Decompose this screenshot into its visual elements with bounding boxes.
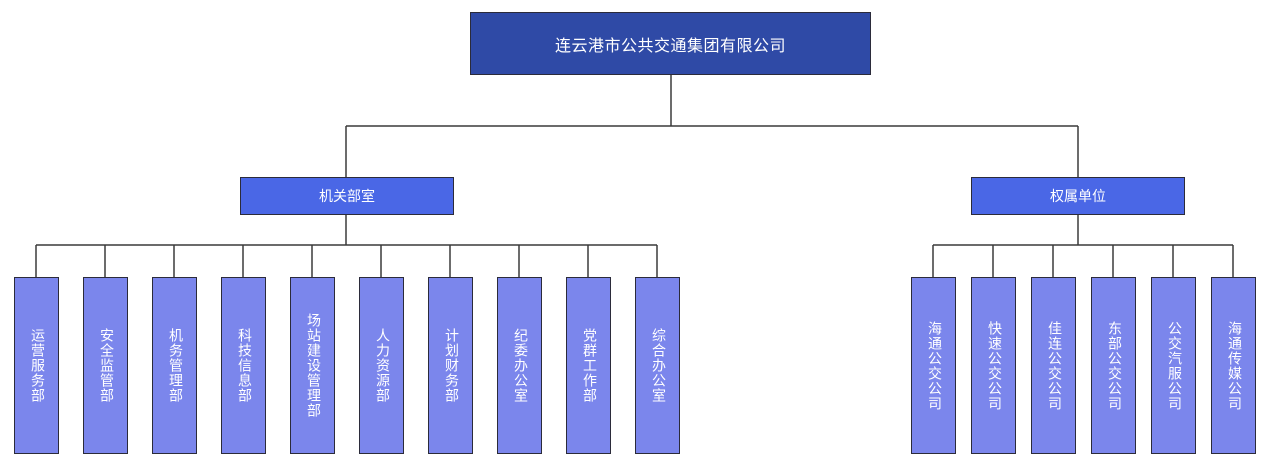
leaf-node: 运营服务部 [14,277,59,454]
leaf-node: 纪委办公室 [497,277,542,454]
leaf-node: 东部公交公司 [1091,277,1136,454]
leaf-node: 海通公交公司 [911,277,956,454]
leaf-node: 安全监管部 [83,277,128,454]
leaf-node: 公交汽服公司 [1151,277,1196,454]
leaf-label: 科技信息部 [236,328,252,403]
leaf-node: 佳连公交公司 [1031,277,1076,454]
branch-node-subsidiaries: 权属单位 [971,177,1185,215]
leaf-node: 科技信息部 [221,277,266,454]
leaf-node: 计划财务部 [428,277,473,454]
leaf-label: 安全监管部 [98,328,114,403]
leaf-label: 运营服务部 [29,328,45,403]
root-label: 连云港市公共交通集团有限公司 [554,35,786,55]
branch-label: 权属单位 [1050,189,1106,205]
leaf-label: 场站建设管理部 [305,313,321,418]
leaf-node: 场站建设管理部 [290,277,335,454]
leaf-label: 计划财务部 [443,328,459,403]
root-node: 连云港市公共交通集团有限公司 [470,12,871,75]
leaf-node: 综合办公室 [635,277,680,454]
leaf-label: 快速公交公司 [986,320,1002,411]
leaf-label: 公交汽服公司 [1166,320,1182,411]
leaf-node: 机务管理部 [152,277,197,454]
leaf-node: 海通传媒公司 [1211,277,1256,454]
branch-label: 机关部室 [319,189,375,205]
leaf-label: 纪委办公室 [512,328,528,403]
leaf-label: 海通公交公司 [926,320,942,411]
branch-node-departments: 机关部室 [240,177,454,215]
leaf-node: 党群工作部 [566,277,611,454]
leaf-node: 人力资源部 [359,277,404,454]
leaf-label: 东部公交公司 [1106,320,1122,411]
leaf-label: 佳连公交公司 [1046,320,1062,411]
leaf-label: 人力资源部 [374,328,390,403]
leaf-label: 综合办公室 [650,328,666,403]
leaf-label: 机务管理部 [167,328,183,403]
leaf-label: 海通传媒公司 [1226,320,1242,411]
leaf-label: 党群工作部 [581,328,597,403]
leaf-node: 快速公交公司 [971,277,1016,454]
